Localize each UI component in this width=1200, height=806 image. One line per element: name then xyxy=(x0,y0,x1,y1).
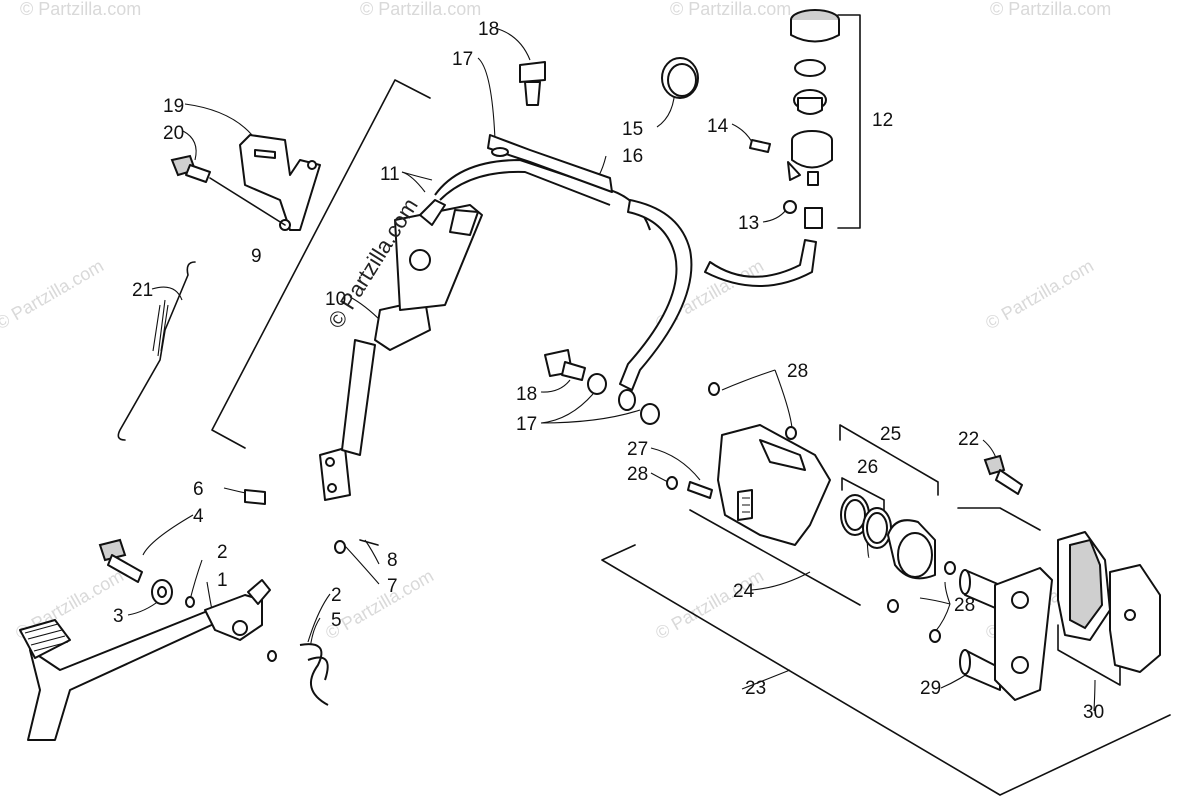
return-spring-21[interactable] xyxy=(117,261,196,441)
master-cylinder-assembly[interactable] xyxy=(319,199,483,501)
group-brackets xyxy=(211,14,1171,796)
callout-27[interactable]: 27 xyxy=(627,439,648,460)
callout-22[interactable]: 22 xyxy=(958,429,979,450)
bracket-24 xyxy=(689,509,861,606)
seals-26[interactable] xyxy=(840,494,892,549)
callout-30[interactable]: 30 xyxy=(1083,702,1104,723)
callout-9[interactable]: 9 xyxy=(251,246,262,267)
callout-14[interactable]: 14 xyxy=(707,116,729,137)
callout-26[interactable]: 26 xyxy=(857,457,878,478)
brake-hoses[interactable] xyxy=(434,134,817,411)
return-spring-5 xyxy=(299,643,329,706)
hose-clamp-15[interactable] xyxy=(661,57,699,99)
callout-12[interactable]: 12 xyxy=(872,110,893,131)
cap-screw-20[interactable] xyxy=(170,154,286,226)
callout-13[interactable]: 13 xyxy=(738,213,759,234)
callout-18[interactable]: 18 xyxy=(478,19,499,40)
bracket-23 xyxy=(601,544,1171,796)
callout-8[interactable]: 8 xyxy=(387,550,398,571)
callout-19[interactable]: 19 xyxy=(163,96,184,117)
callout-11[interactable]: 11 xyxy=(380,164,400,185)
callout-25[interactable]: 25 xyxy=(880,424,901,445)
callout-23[interactable]: 23 xyxy=(745,678,766,699)
brake-pad-set-30[interactable] xyxy=(1057,531,1161,673)
watermark: © Partzilla.com xyxy=(982,255,1097,333)
watermark: © Partzilla.com xyxy=(20,0,141,19)
callout-10[interactable]: 10 xyxy=(325,289,346,310)
callout-28[interactable]: 28 xyxy=(954,595,975,616)
banjo-bolt-18-top[interactable] xyxy=(491,61,546,157)
callout-21[interactable]: 21 xyxy=(132,280,153,301)
callout-17[interactable]: 17 xyxy=(452,49,473,70)
callout-17[interactable]: 17 xyxy=(516,414,537,435)
callout-24[interactable]: 24 xyxy=(733,581,755,602)
leader-lines xyxy=(127,27,1096,712)
watermark: © Partzilla.com xyxy=(360,0,481,19)
bracket-9 xyxy=(211,79,431,449)
callout-28[interactable]: 28 xyxy=(787,361,808,382)
callout-15[interactable]: 15 xyxy=(622,119,643,140)
watermark: © Partzilla.com xyxy=(0,255,107,333)
bracket-26 xyxy=(841,477,885,511)
bracket-25 xyxy=(839,424,939,496)
callout-18[interactable]: 18 xyxy=(516,384,537,405)
watermark: © Partzilla.com xyxy=(670,0,791,19)
reservoir-assembly-12[interactable] xyxy=(749,9,840,229)
callout-labels: 18 17 19 20 11 9 21 10 15 16 14 12 13 28… xyxy=(113,19,1104,723)
bracket-12 xyxy=(837,14,861,229)
brake-pedal[interactable] xyxy=(19,579,271,741)
watermark: © Partzilla.com xyxy=(652,565,767,643)
callout-5[interactable]: 5 xyxy=(331,610,342,631)
callout-1[interactable]: 1 xyxy=(217,570,228,591)
bracket-30 xyxy=(1057,624,1121,686)
callout-3[interactable]: 3 xyxy=(113,606,124,627)
callout-2[interactable]: 2 xyxy=(331,585,342,606)
piston-25[interactable] xyxy=(887,519,936,580)
watermark: © Partzilla.com xyxy=(990,0,1111,19)
caliper-housing-24[interactable] xyxy=(717,424,831,546)
leader-22-box xyxy=(957,507,1041,531)
pedal-hardware[interactable] xyxy=(98,489,379,706)
callout-29[interactable]: 29 xyxy=(920,678,941,699)
callout-4[interactable]: 4 xyxy=(193,506,204,527)
callout-6[interactable]: 6 xyxy=(193,479,204,500)
caliper-small-parts[interactable] xyxy=(544,349,1023,643)
callout-16[interactable]: 16 xyxy=(622,146,643,167)
pad-bracket[interactable] xyxy=(994,567,1053,701)
callout-28[interactable]: 28 xyxy=(627,464,648,485)
slide-pins-29[interactable] xyxy=(959,569,1001,691)
callout-2[interactable]: 2 xyxy=(217,542,228,563)
callout-20[interactable]: 20 xyxy=(163,123,184,144)
callout-7[interactable]: 7 xyxy=(387,576,398,597)
bracket-19[interactable] xyxy=(239,134,321,231)
